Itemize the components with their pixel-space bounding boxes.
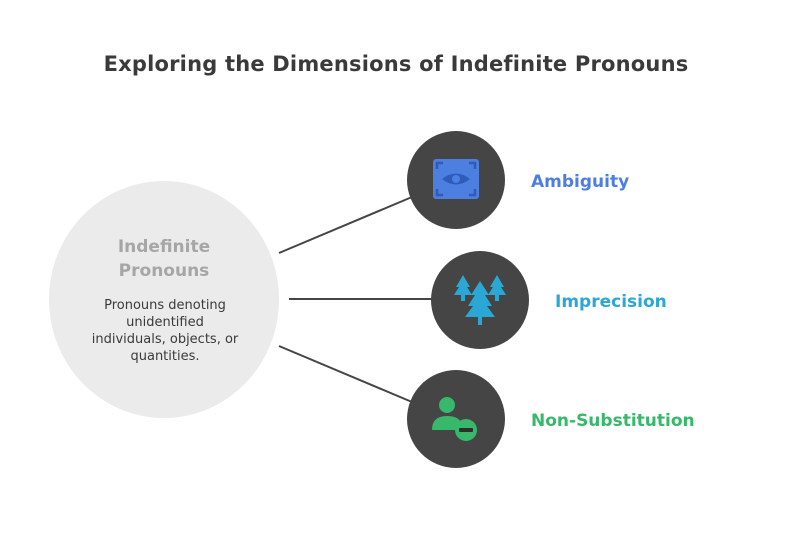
central-concept-description: Pronouns denoting unidentified individua… [72, 297, 258, 365]
description-line: unidentified [126, 315, 204, 330]
central-title-line: Pronouns [118, 261, 210, 281]
non-substitution-node [407, 370, 505, 468]
trees-icon [454, 275, 506, 325]
description-line: Pronouns denoting [104, 298, 226, 313]
connector-non-substitution [278, 345, 413, 403]
imprecision-label: Imprecision [555, 292, 667, 312]
description-line: individuals, objects, or [91, 332, 239, 347]
connector-ambiguity [278, 196, 413, 254]
ambiguity-node [407, 131, 505, 229]
central-concept-circle [49, 181, 279, 418]
central-concept-title: Indefinite Pronouns [49, 235, 279, 283]
ambiguity-label: Ambiguity [531, 172, 630, 192]
eye-scan-icon [433, 159, 479, 199]
page-title: Exploring the Dimensions of Indefinite P… [103, 52, 689, 76]
non-substitution-label: Non-Substitution [531, 411, 695, 431]
imprecision-node [431, 251, 529, 349]
central-title-line: Indefinite [117, 237, 211, 257]
description-line: quantities. [130, 349, 200, 364]
user-minus-icon [432, 397, 477, 441]
